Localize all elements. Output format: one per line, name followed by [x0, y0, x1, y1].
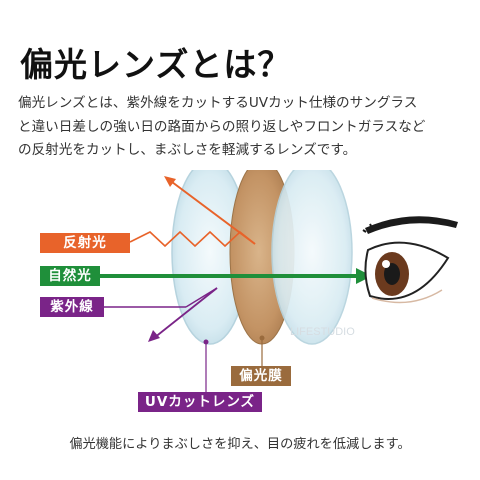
uv-label: 紫外線 [40, 297, 104, 317]
description-line-1: 偏光レンズとは、紫外線をカットするUVカット仕様のサングラス [18, 95, 418, 111]
polarized-lens-diagram: LIFESTUDIO 反射光 自然光 紫外線 偏光膜 UVカットレンズ [0, 170, 480, 430]
uv-cut-lens-label: UVカットレンズ [138, 392, 262, 412]
description: 偏光レンズとは、紫外線をカットするUVカット仕様のサングラス と違い日差しの強い… [18, 92, 466, 163]
eye-icon [362, 216, 458, 304]
page-title: 偏光レンズとは？ [20, 45, 292, 84]
natural-light-label: 自然光 [40, 266, 100, 286]
uv-cut-lens-front [271, 170, 353, 345]
caption: 偏光機能によりまぶしさを抑え、目の疲れを低減します。 [69, 437, 411, 452]
natural-light-ray [100, 268, 372, 284]
description-line-2: と違い日差しの強い日の路面からの照り返しやフロントガラスなど [18, 118, 426, 135]
polarizing-film-label: 偏光膜 [231, 366, 291, 386]
reflected-light-label: 反射光 [40, 233, 130, 253]
uv-ray [104, 287, 218, 342]
watermark: LIFESTUDIO [290, 326, 355, 338]
description-line-3: の反射光をカットし、まぶしさを軽減するレンズです。 [18, 142, 357, 158]
reflected-light-ray [129, 176, 256, 248]
